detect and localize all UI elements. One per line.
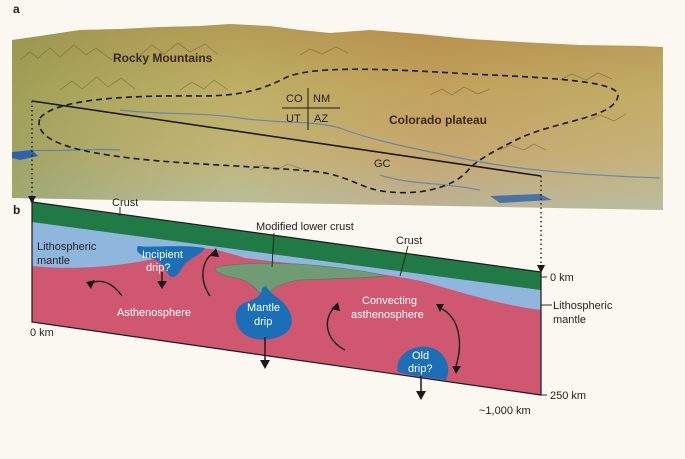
state-az: AZ (314, 113, 328, 125)
asthenosphere-label: Asthenosphere (117, 307, 191, 319)
panel-a-label: a (13, 2, 20, 16)
mantle-drip-line1: Mantle (247, 302, 280, 314)
lithospheric-mantle-right-line2: mantle (553, 314, 586, 326)
panel-b-label: b (13, 203, 20, 217)
crust-right-label: Crust (396, 235, 422, 247)
state-nm: NM (313, 93, 330, 105)
terrain-map (12, 24, 663, 210)
convecting-asthenosphere-line1: Convecting (362, 295, 417, 307)
lithospheric-mantle-left-line1: Lithospheric (37, 241, 97, 253)
colorado-plateau-label: Colorado plateau (389, 113, 487, 127)
old-drip-line2: drip? (408, 363, 432, 375)
depth-bottom-label: 250 km (550, 390, 586, 402)
gc-label: GC (374, 158, 391, 170)
lithospheric-mantle-right-line1: Lithospheric (553, 300, 613, 312)
crust-left-label: Crust (112, 197, 138, 209)
lithospheric-mantle-left-line2: mantle (37, 255, 70, 267)
convecting-asthenosphere-line2: asthenosphere (351, 309, 424, 321)
old-drip-line1: Old (412, 350, 429, 362)
incipient-drip-line2: drip? (146, 262, 170, 274)
depth-left-label: 0 km (30, 327, 54, 339)
distance-label: ~1,000 km (479, 405, 531, 417)
incipient-drip-line1: Incipient (142, 249, 183, 261)
mantle-drip-line2: drip (254, 316, 272, 328)
state-ut: UT (286, 113, 301, 125)
modified-lower-crust-label: Modified lower crust (256, 221, 354, 233)
terrain-tint (12, 24, 663, 210)
depth-top-label: 0 km (550, 272, 574, 284)
rocky-mountains-label: Rocky Mountains (113, 51, 213, 65)
state-co: CO (286, 93, 303, 105)
